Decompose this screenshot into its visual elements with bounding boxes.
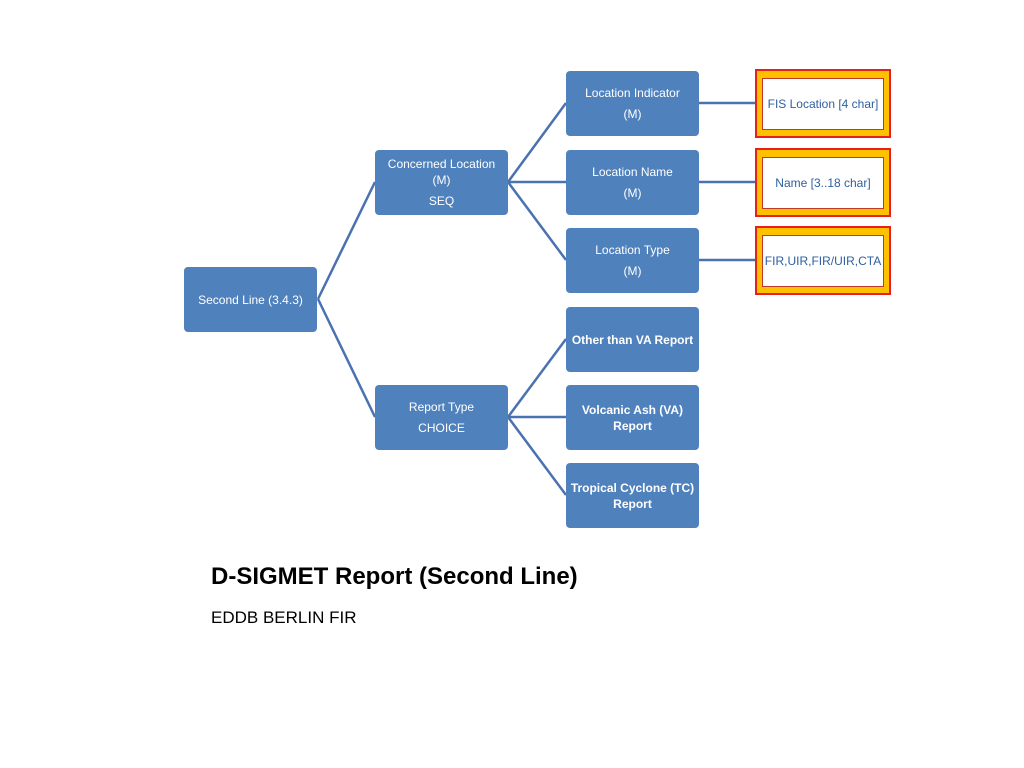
leaf-location-type-values: FIR,UIR,FIR/UIR,CTA — [755, 226, 891, 295]
connector-concerned-type — [506, 181, 568, 261]
node-location-name-line2: (M) — [623, 186, 642, 200]
node-location-type-line1: Location Type — [595, 243, 670, 257]
leaf-location-type-values-label: FIR,UIR,FIR/UIR,CTA — [762, 234, 884, 287]
node-other-than-va-label: Other than VA Report — [571, 332, 694, 347]
connector-root-report — [316, 298, 377, 418]
node-tropical-cyclone-line2: Report — [613, 496, 652, 511]
leaf-location-name: Name [3..18 char] — [755, 148, 891, 217]
node-report-type-line2: CHOICE — [418, 421, 465, 435]
node-tropical-cyclone-line1: Tropical Cyclone (TC) — [570, 480, 695, 495]
node-location-type: Location Type (M) — [566, 228, 699, 293]
node-location-indicator-line1: Location Indicator — [585, 86, 680, 100]
node-concerned-location: Concerned Location (M) SEQ — [375, 150, 508, 215]
node-concerned-location-line3: SEQ — [428, 194, 455, 208]
node-location-indicator-line2: (M) — [623, 107, 642, 121]
node-second-line-label: Second Line (3.4.3) — [198, 292, 303, 307]
node-other-than-va: Other than VA Report — [566, 307, 699, 372]
node-location-name-line1: Location Name — [592, 165, 673, 179]
caption-subtitle: EDDB BERLIN FIR — [211, 608, 357, 627]
node-report-type-line1: Report Type — [408, 400, 475, 414]
node-volcanic-ash-line1: Volcanic Ash (VA) — [581, 402, 684, 417]
node-location-name: Location Name (M) — [566, 150, 699, 215]
node-concerned-location-line2: (M) — [432, 173, 451, 187]
node-volcanic-ash-line2: Report — [613, 418, 652, 433]
leaf-fis-location: FIS Location [4 char] — [755, 69, 891, 138]
leaf-location-name-label: Name [3..18 char] — [762, 156, 884, 209]
leaf-fis-location-label: FIS Location [4 char] — [762, 77, 884, 130]
caption-title: D-SIGMET Report (Second Line) — [211, 563, 578, 590]
connector-root-concerned — [316, 181, 377, 300]
connector-concerned-indicator — [506, 102, 568, 183]
node-second-line: Second Line (3.4.3) — [184, 267, 317, 332]
connector-report-tc — [506, 416, 568, 496]
node-volcanic-ash: Volcanic Ash (VA) Report — [566, 385, 699, 450]
node-location-type-line2: (M) — [623, 264, 642, 278]
node-report-type: Report Type CHOICE — [375, 385, 508, 450]
node-concerned-location-line1: Concerned Location — [387, 157, 496, 171]
node-location-indicator: Location Indicator (M) — [566, 71, 699, 136]
node-tropical-cyclone: Tropical Cyclone (TC) Report — [566, 463, 699, 528]
connector-report-other — [506, 338, 568, 418]
